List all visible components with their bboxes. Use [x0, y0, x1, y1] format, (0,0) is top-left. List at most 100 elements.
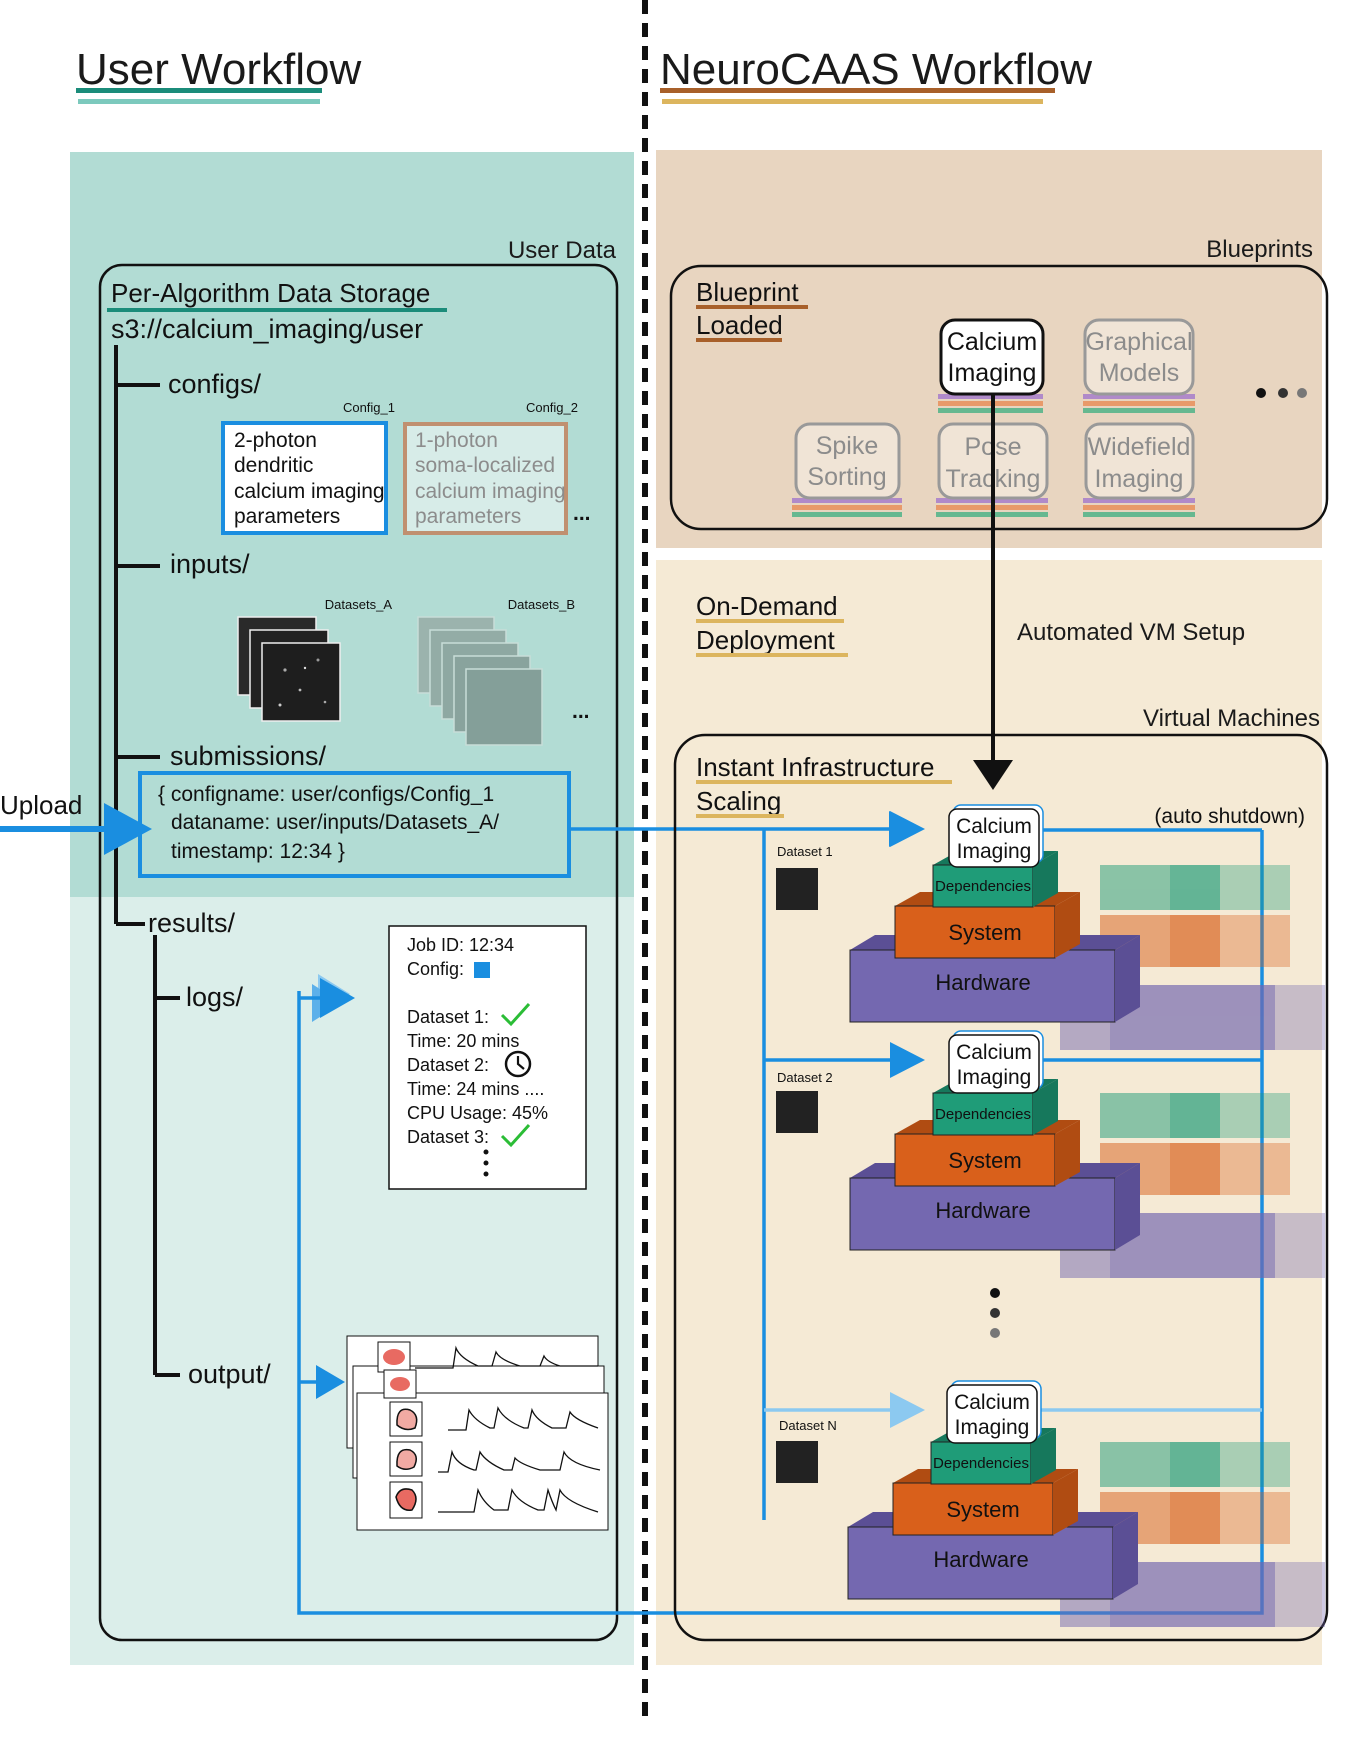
blueprint-spike-sorting[interactable]: Spike Sorting	[792, 422, 902, 517]
blueprint-spike-line-1: Spike	[816, 432, 879, 460]
submission-line-3: timestamp: 12:34 }	[171, 840, 345, 863]
vm-2-app-line-1: Calcium	[956, 1041, 1032, 1064]
user-workflow-underline-light	[78, 99, 320, 104]
submission-card	[138, 771, 571, 878]
dataset-n-thumbnail	[776, 1441, 818, 1483]
blueprint-calcium-line-2: Imaging	[948, 359, 1037, 387]
log-vertical-ellipsis-icon	[483, 1149, 489, 1177]
dir-configs: configs/	[168, 369, 262, 399]
vm-stack-1: Calcium Imaging Dependencies System Hard…	[849, 804, 1325, 1050]
blueprint-spike-line-2: Sorting	[807, 463, 886, 491]
deployment-title-line-1: On-Demand	[696, 591, 838, 621]
neurocaas-workflow-underline-light	[662, 99, 1043, 104]
dataset-n-label: Dataset N	[779, 1418, 837, 1433]
scaling-title-line-2: Scaling	[696, 786, 781, 816]
blueprint-box	[669, 264, 1329, 531]
dir-submissions: submissions/	[170, 741, 327, 771]
config-2-line-4: parameters	[415, 505, 521, 528]
deployment-title-line-2: Deployment	[696, 625, 836, 655]
blueprint-graphical-line-2: Models	[1099, 359, 1180, 387]
config-1-card	[221, 421, 388, 535]
log-time-2: Time: 24 mins ....	[407, 1079, 544, 1099]
vm-more-icon	[990, 1288, 1000, 1338]
storage-path: s3://calcium_imaging/user	[111, 314, 423, 344]
blueprint-title-underline-2	[696, 338, 782, 342]
upload-label: Upload	[0, 790, 82, 820]
output-figures	[346, 1335, 609, 1531]
scaling-title-line-1: Instant Infrastructure	[696, 752, 934, 782]
blueprint-title-line-1: Blueprint	[696, 277, 799, 307]
vm-stack-2: Calcium Imaging Dependencies System Hard…	[849, 1030, 1325, 1278]
vm-box	[673, 733, 1329, 1642]
user-workflow-underline	[76, 88, 322, 93]
dispatch-arrow-head-1	[890, 811, 925, 847]
blueprint-title-line-2: Loaded	[696, 310, 783, 340]
deployment-title-underline-1	[696, 619, 844, 623]
log-dataset-3: Dataset 3:	[407, 1127, 489, 1147]
vm-n-dependencies: Dependencies	[933, 1455, 1029, 1472]
config-2-line-3: calcium imaging	[415, 480, 566, 503]
datasets-ellipsis: ...	[572, 700, 590, 723]
vm-stack-n: Calcium Imaging Dependencies System Hard…	[847, 1380, 1325, 1627]
scaling-title-underline-2	[696, 814, 784, 818]
datasets-a-label: Datasets_A	[325, 597, 393, 612]
blueprint-calcium-imaging[interactable]: Calcium Imaging	[938, 318, 1045, 413]
blueprint-widefield-imaging[interactable]: Widefield Imaging	[1083, 422, 1195, 517]
vm-2-system: System	[948, 1148, 1021, 1173]
clock-icon	[504, 1050, 532, 1078]
vm-n-system: System	[946, 1497, 1019, 1522]
dir-output: output/	[188, 1359, 271, 1389]
storage-title: Per-Algorithm Data Storage	[111, 278, 430, 308]
check-icon	[500, 1002, 531, 1027]
dispatch-arrow-head-2	[890, 1042, 925, 1078]
neurocaas-workflow-title: NeuroCAAS Workflow	[660, 45, 1092, 94]
dir-logs: logs/	[186, 982, 244, 1012]
deployment-title-underline-2	[696, 653, 848, 657]
log-dataset-2: Dataset 2:	[407, 1055, 489, 1075]
dir-inputs: inputs/	[170, 549, 250, 579]
data-storage-box	[98, 263, 619, 1642]
log-config: Config:	[407, 959, 464, 979]
datasets-b-stack	[417, 616, 543, 746]
config-2-card	[403, 422, 568, 535]
vm-2-hardware: Hardware	[935, 1198, 1030, 1223]
blueprint-widefield-line-1: Widefield	[1088, 433, 1191, 461]
dataset-2-thumbnail	[776, 1091, 818, 1133]
log-time-1: Time: 20 mins	[407, 1031, 519, 1051]
auto-shutdown-label: (auto shutdown)	[1154, 805, 1305, 828]
config-2-line-1: 1-photon	[415, 429, 498, 452]
config-1-line-4: parameters	[234, 505, 340, 528]
vm-1-app-line-1: Calcium	[956, 815, 1032, 838]
config-1-line-3: calcium imaging	[234, 480, 385, 503]
neurocaas-workflow-underline	[660, 88, 1055, 93]
vm-1-hardware: Hardware	[935, 970, 1030, 995]
vm-setup-arrow-head	[973, 760, 1013, 790]
vm-setup-label: Automated VM Setup	[1017, 619, 1245, 646]
user-workflow-title: User Workflow	[76, 45, 361, 94]
vm-2-dependencies: Dependencies	[935, 1106, 1031, 1123]
vm-n-app-line-2: Imaging	[955, 1416, 1030, 1439]
vm-1-dependencies: Dependencies	[935, 878, 1031, 895]
blueprints-label: Blueprints	[1206, 236, 1313, 263]
blueprints-more-icon	[1256, 388, 1307, 398]
config-1-label: Config_1	[343, 400, 395, 415]
user-data-label: User Data	[508, 237, 617, 264]
output-arrow-head	[316, 1365, 345, 1399]
vm-1-app-line-2: Imaging	[957, 840, 1032, 863]
blueprint-graphical-models[interactable]: Graphical Models	[1083, 318, 1195, 413]
config-1-line-2: dendritic	[234, 454, 313, 477]
datasets-a-stack	[237, 616, 341, 722]
storage-title-underline	[107, 308, 447, 312]
logs-arrow-icon	[300, 974, 355, 1022]
check-icon	[500, 1123, 531, 1148]
scaling-title-underline-1	[696, 780, 952, 784]
dataset-1-label: Dataset 1	[777, 844, 833, 859]
configs-ellipsis: ...	[573, 502, 591, 525]
dataset-2-label: Dataset 2	[777, 1070, 833, 1085]
log-cpu-usage: CPU Usage: 45%	[407, 1103, 548, 1123]
submission-line-2: dataname: user/inputs/Datasets_A/	[171, 811, 499, 834]
dir-results: results/	[148, 908, 236, 938]
vm-n-hardware: Hardware	[933, 1547, 1028, 1572]
vm-2-app-line-2: Imaging	[957, 1066, 1032, 1089]
log-config-swatch	[474, 962, 490, 978]
